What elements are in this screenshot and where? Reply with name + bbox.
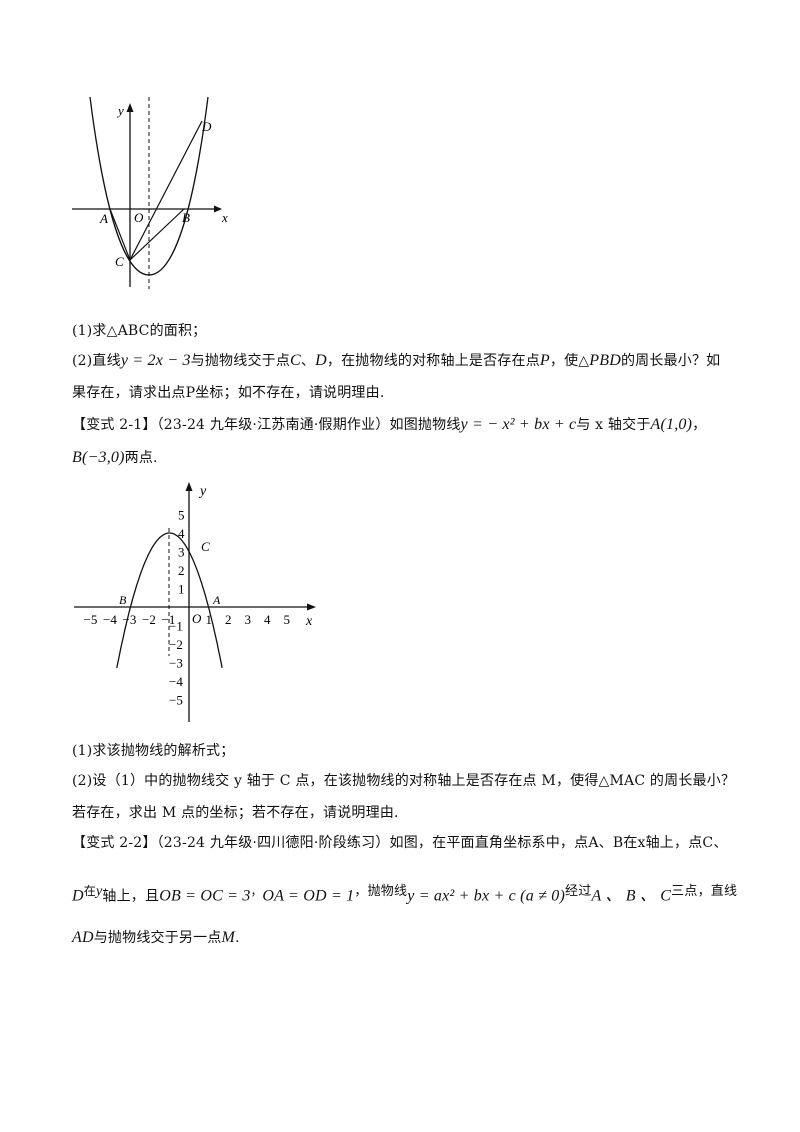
figure2-label-origin: O: [192, 611, 202, 626]
figure2-x-tick-label: −5: [84, 612, 98, 627]
variant-2-1-heading-line2: B(−3,0)两点.: [72, 449, 158, 466]
figure1-label-d: D: [201, 119, 212, 134]
figure2-y-arrow: [185, 482, 193, 491]
figure1-label-c: C: [115, 254, 124, 269]
question1-part2-line2: 果存在，请求出点P坐标；如不存在，请说明理由.: [72, 385, 385, 401]
figure2-x-arrow: [307, 603, 316, 611]
variant-2-1-tag: 【变式 2-1】: [72, 417, 157, 433]
figure2-x-tick-label: −2: [142, 612, 156, 627]
question1-part2: (2)直线y = 2x − 3与抛物线交于点C、D，在抛物线的对称轴上是否存在点…: [72, 352, 721, 369]
figure1-label-x: x: [221, 210, 228, 225]
question2-part1: (1)求该抛物线的解析式；: [72, 743, 235, 759]
figure2-x-tick-label: 3: [245, 612, 252, 627]
figure1-label-a: A: [99, 211, 108, 226]
figure2-y-tick-label: −3: [169, 656, 183, 671]
figure1-label-origin: O: [134, 210, 144, 225]
figure-1-parabola: y x O A B C D: [72, 96, 228, 289]
figure2-y-tick-label: 2: [178, 563, 185, 578]
figure2-label-a: A: [212, 593, 221, 607]
figure1-line-cd: [129, 120, 203, 261]
variant-2-2-line3: AD与抛物线交于另一点M.: [72, 929, 240, 946]
question2-part2: (2)设（1）中的抛物线交 y 轴于 C 点，在该抛物线的对称轴上是否存在点 M…: [72, 773, 736, 789]
variant-2-2-tag: 【变式 2-2】: [72, 835, 157, 851]
question1-part1: (1)求△ABC的面积；: [72, 323, 207, 339]
figure2-x-tick-label: 5: [284, 612, 291, 627]
question2-part2-line2: 若存在，求出 M 点的坐标；若不存在，请说明理由.: [72, 805, 399, 821]
figure1-label-b: B: [182, 210, 190, 225]
figure1-x-arrow: [214, 205, 222, 213]
variant-2-2-line1: 【变式 2-2】（23-24 九年级·四川德阳·阶段练习）如图，在平面直角坐标系…: [72, 835, 728, 851]
figure2-y-tick-label: −4: [169, 674, 183, 689]
figure2-y-tick-label: 5: [178, 508, 185, 523]
figure1-y-arrow: [126, 103, 134, 112]
figure2-x-tick-label: 1: [206, 612, 213, 627]
figure1-line-ac: [109, 208, 131, 261]
figure1-parabola-curve: [89, 96, 209, 276]
figure2-y-tick-label: −5: [169, 693, 183, 708]
figure2-y-tick-label: 1: [178, 582, 185, 597]
figure2-y-tick-label: 4: [178, 526, 185, 541]
variant-2-1-heading: 【变式 2-1】（23-24 九年级·江苏南通·假期作业）如图抛物线y = − …: [72, 416, 707, 433]
figure2-label-b: B: [119, 593, 127, 607]
figure2-y-tick-label: −1: [169, 619, 183, 634]
variant-2-2-line2: D在y轴上，且OB = OC = 3，OA = OD = 1，抛物线y = ax…: [72, 884, 738, 905]
figure1-line-cb: [129, 208, 185, 261]
figure2-x-tick-label: −1: [162, 612, 176, 627]
figure2-label-y: y: [198, 484, 207, 499]
figure2-y-tick-label: 3: [178, 545, 185, 560]
figure2-parabola-curve: [116, 532, 223, 669]
figure2-y-tick-label: −2: [169, 637, 183, 652]
figure2-x-tick-label: 4: [264, 612, 271, 627]
figure2-label-x: x: [305, 614, 313, 629]
figure2-label-c: C: [201, 539, 210, 554]
figure2-x-tick-label: −4: [103, 612, 117, 627]
figure2-x-tick-label: 2: [225, 612, 232, 627]
figure1-label-y: y: [116, 103, 124, 118]
figure2-x-tick-label: −3: [123, 612, 137, 627]
